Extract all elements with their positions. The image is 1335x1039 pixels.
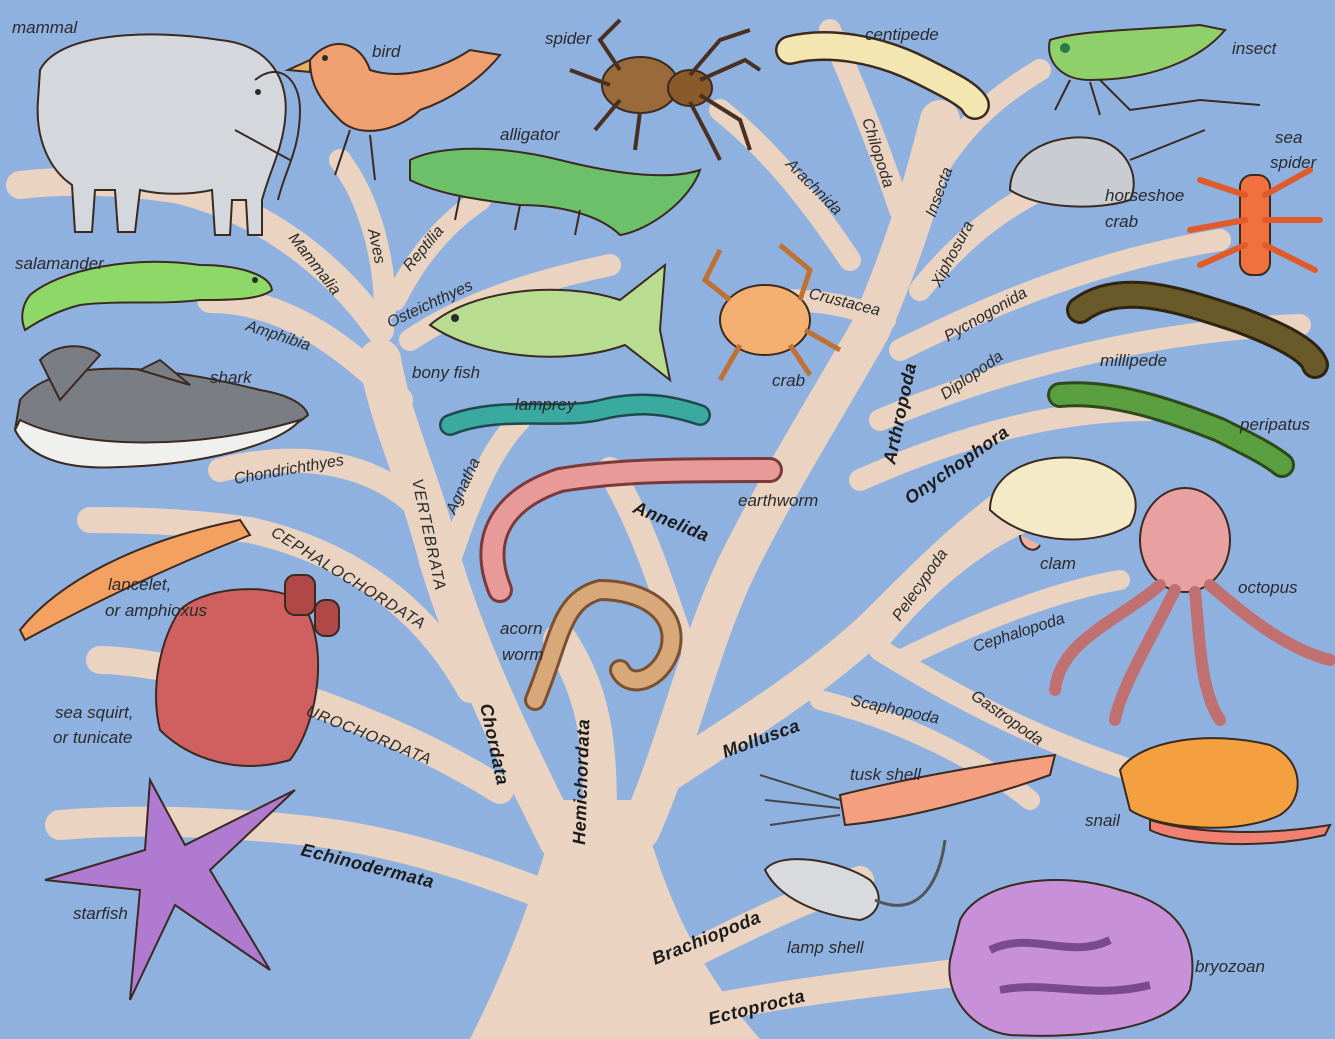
- label-salamander: salamander: [15, 254, 105, 273]
- label-lamprey: lamprey: [515, 395, 577, 414]
- label-starfish: starfish: [73, 904, 128, 923]
- label-acorn-worm-2: worm: [502, 645, 544, 664]
- label-shark: shark: [210, 368, 253, 387]
- label-snail: snail: [1085, 811, 1121, 830]
- label-lancelet-1: lancelet,: [108, 575, 171, 594]
- label-peripatus: peripatus: [1239, 415, 1310, 434]
- label-millipede: millipede: [1100, 351, 1167, 370]
- label-lancelet-2: or amphioxus: [105, 601, 208, 620]
- label-tusk-shell: tusk shell: [850, 765, 922, 784]
- bryozoan-icon: [949, 880, 1192, 1036]
- label-acorn-worm-1: acorn: [500, 619, 543, 638]
- label-bryozoan: bryozoan: [1195, 957, 1265, 976]
- label-lamp-shell: lamp shell: [787, 938, 865, 957]
- label-earthworm: earthworm: [738, 491, 818, 510]
- label-sea-spider-2: spider: [1270, 153, 1318, 172]
- label-bird: bird: [372, 42, 401, 61]
- label-insect: insect: [1232, 39, 1278, 58]
- label-bony-fish: bony fish: [412, 363, 480, 382]
- label-spider: spider: [545, 29, 593, 48]
- label-clam: clam: [1040, 554, 1076, 573]
- label-sea-squirt-1: sea squirt,: [55, 703, 133, 722]
- label-crab: crab: [772, 371, 805, 390]
- label-octopus: octopus: [1238, 578, 1298, 597]
- label-horseshoe-crab-1: horseshoe: [1105, 186, 1184, 205]
- label-centipede: centipede: [865, 25, 939, 44]
- label-mammal: mammal: [12, 18, 78, 37]
- label-alligator: alligator: [500, 125, 561, 144]
- label-sea-spider-1: sea: [1275, 128, 1302, 147]
- label-sea-squirt-2: or tunicate: [53, 728, 132, 747]
- label-horseshoe-crab-2: crab: [1105, 212, 1138, 231]
